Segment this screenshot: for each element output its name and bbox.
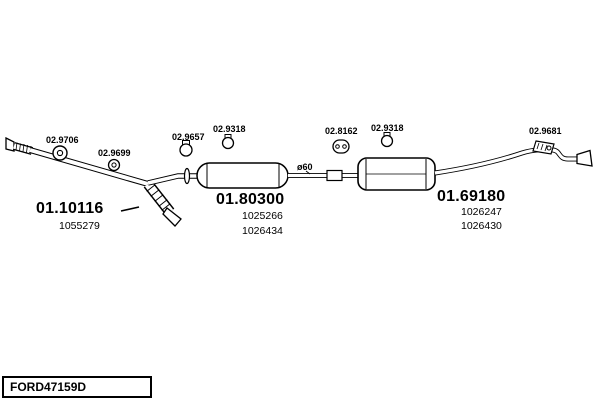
diameter-arrow <box>305 170 311 175</box>
inlet-flange <box>183 167 191 185</box>
front-flex-section <box>143 180 182 227</box>
hardware-label-bracket: 02.9681 <box>529 126 562 136</box>
middle-muffler-sub-number-1: 1025266 <box>242 210 283 222</box>
pipe-coupling <box>326 169 343 182</box>
muffler-inlet-pipe <box>147 167 200 186</box>
clamp-icon <box>221 134 235 150</box>
bracket-icon <box>532 140 555 155</box>
catalog-code-box: FORD47159D <box>2 376 152 398</box>
gasket-icon <box>107 158 121 172</box>
clamp-icon <box>179 140 193 157</box>
middle-muffler-sub-number-2: 1026434 <box>242 225 283 237</box>
hardware-label-clamp-3: 02.9318 <box>371 123 404 133</box>
tailpipe-tip <box>576 149 593 167</box>
front-pipe <box>5 136 149 187</box>
hardware-label-gasket-2: 02.9699 <box>98 148 131 158</box>
pipe-diameter-label: ø60 <box>297 162 313 172</box>
hardware-label-hanger: 02.8162 <box>325 126 358 136</box>
hardware-label-clamp-2: 02.9318 <box>213 124 246 134</box>
middle-muffler-part-number: 01.80300 <box>216 191 285 208</box>
leader-line <box>120 206 140 212</box>
rear-muffler-part-number: 01.69180 <box>437 188 506 205</box>
hardware-label-gasket-front: 02.9706 <box>46 135 79 145</box>
rear-muffler-sub-number-2: 1026430 <box>461 220 502 232</box>
hardware-label-clamp-1: 02.9657 <box>172 132 205 142</box>
middle-muffler <box>196 162 289 189</box>
rear-muffler-sub-number-1: 1026247 <box>461 206 502 218</box>
intermediate-pipe <box>288 169 360 182</box>
front-pipe-sub-number: 1055279 <box>59 220 100 232</box>
catalog-code: FORD47159D <box>10 380 87 394</box>
front-pipe-part-number: 01.10116 <box>36 200 104 217</box>
tail-pipe <box>434 147 593 176</box>
clamp-icon <box>380 132 394 148</box>
rubber-hanger-icon <box>332 139 350 154</box>
gasket-icon <box>52 145 68 161</box>
rear-muffler <box>357 157 436 191</box>
